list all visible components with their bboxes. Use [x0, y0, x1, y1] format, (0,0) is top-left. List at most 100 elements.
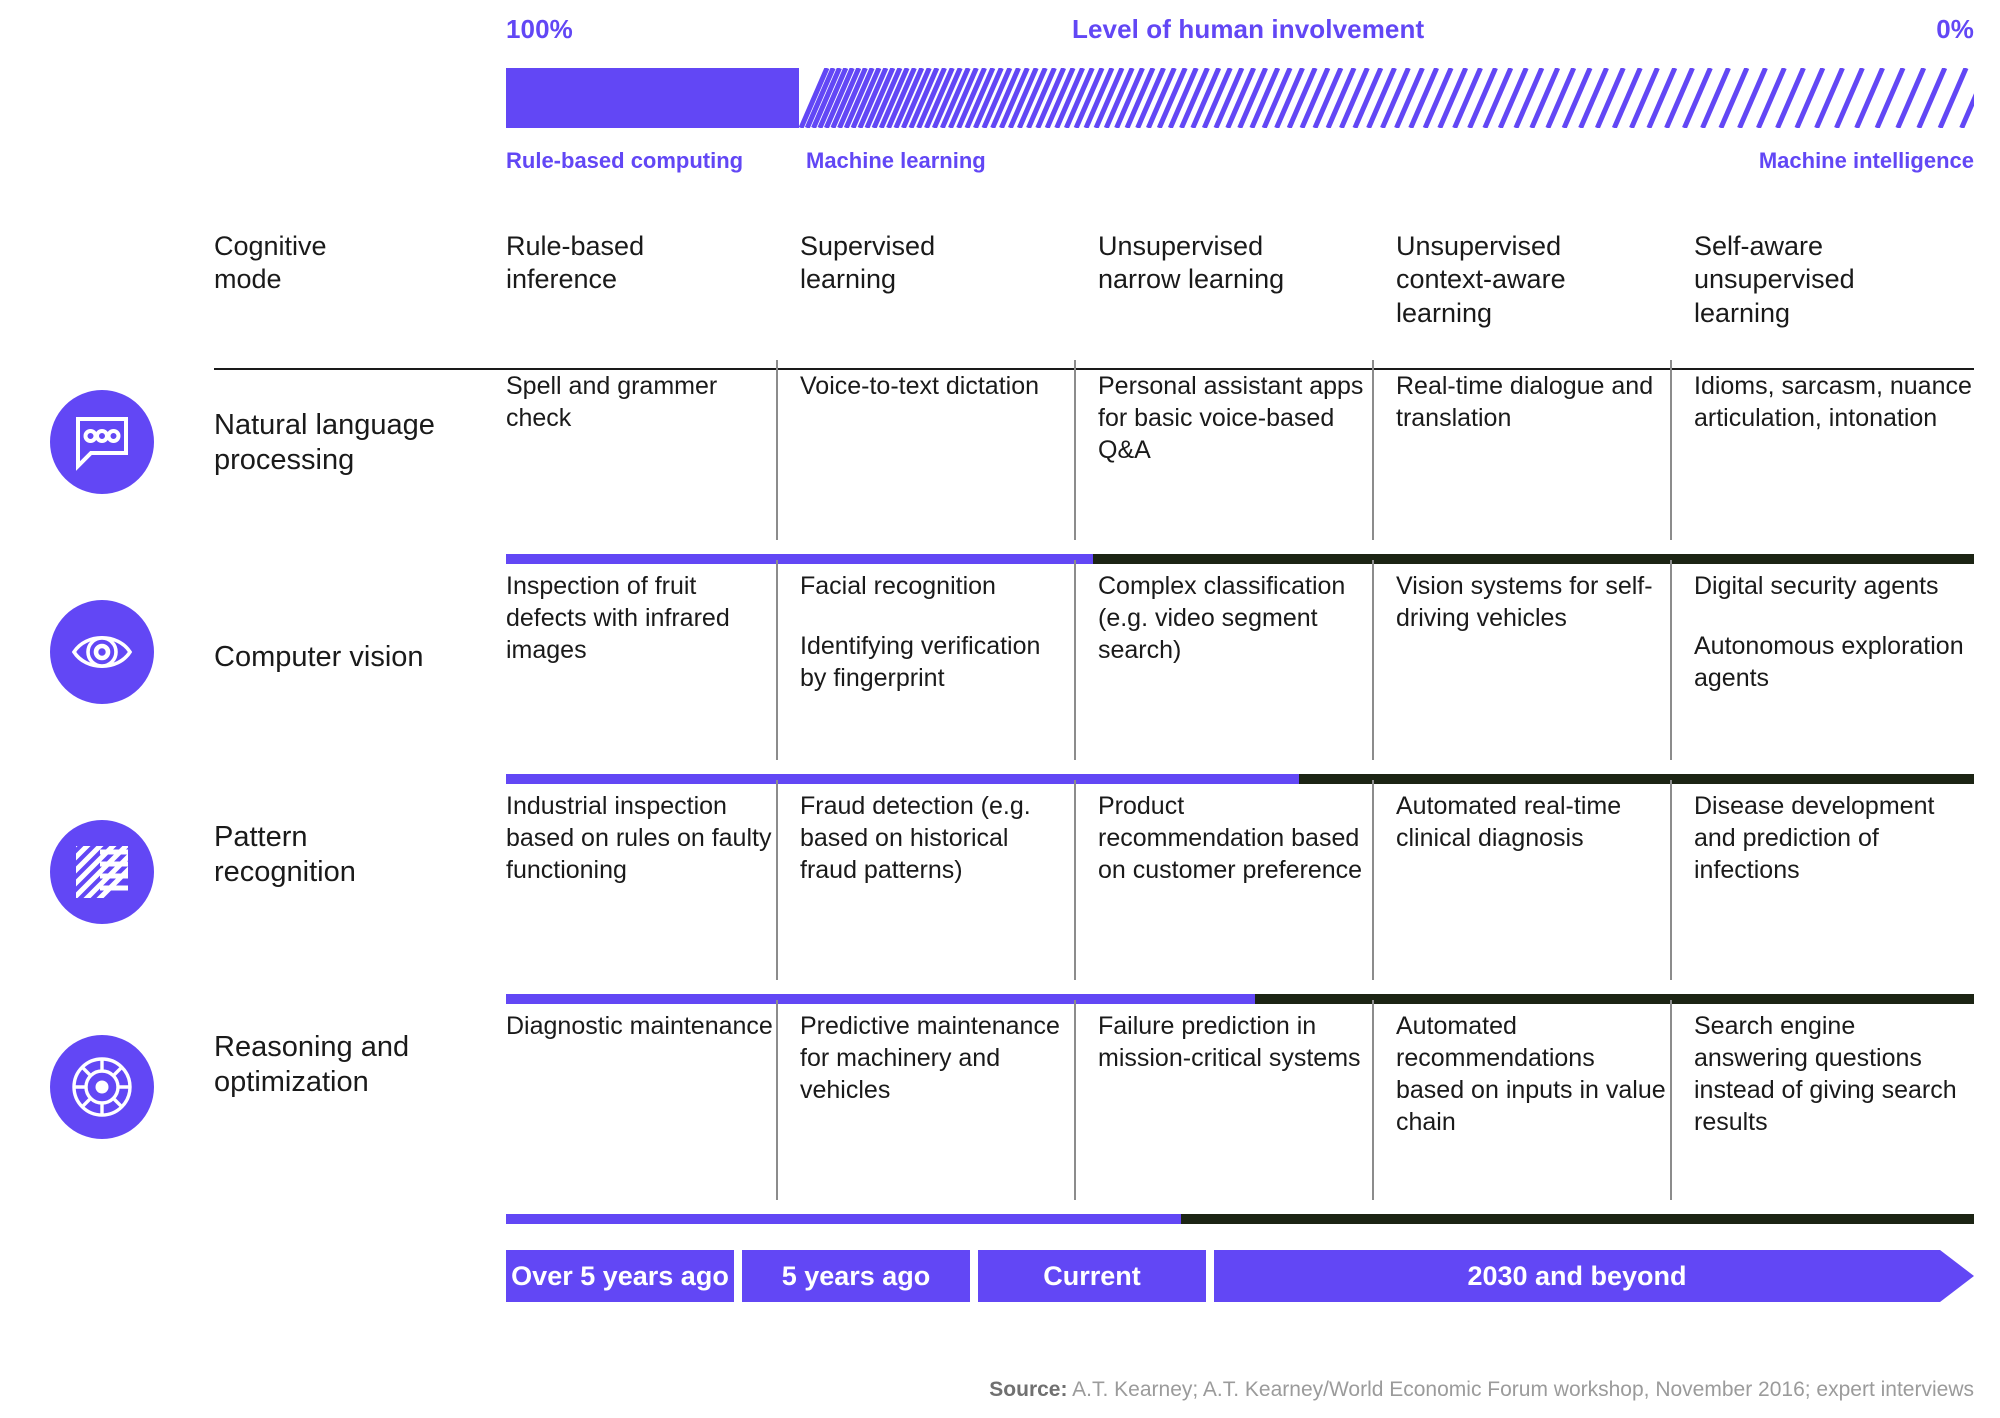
- eye-icon: [71, 629, 133, 675]
- column-header-cognitive-mode: Cognitive mode: [214, 231, 327, 295]
- cell-r4-c1: Diagnostic maintenance: [506, 1010, 776, 1042]
- cell-text: Search engine answering questions instea…: [1694, 1012, 1957, 1136]
- column-divider-4: [1670, 1000, 1672, 1200]
- source-text: A.T. Kearney; A.T. Kearney/World Economi…: [1072, 1378, 1974, 1401]
- column-divider-4: [1670, 360, 1672, 540]
- source-prefix: Source:: [989, 1378, 1068, 1401]
- column-divider-3: [1372, 780, 1374, 980]
- timeline-segment-current[interactable]: Current: [978, 1250, 1206, 1302]
- cell-text: Product recommendation based on customer…: [1098, 792, 1363, 884]
- cell-r3-c5: Disease development and prediction of in…: [1694, 790, 1974, 886]
- row-icon-1: [50, 390, 154, 494]
- maturity-bar-4: [506, 1214, 1974, 1224]
- maturity-bar-remainder: [1298, 774, 1974, 784]
- maturity-bar-1: [506, 554, 1974, 564]
- cell-r3-c2: Fraud detection (e.g. based on historica…: [800, 790, 1072, 886]
- timeline-segment-over-5-years-ago[interactable]: Over 5 years ago: [506, 1250, 734, 1302]
- cell-text: Failure prediction in mission-critical s…: [1098, 1012, 1361, 1072]
- row-label-line2: recognition: [214, 856, 356, 889]
- column-header-rule-based-inference: Rule-based inference: [506, 231, 645, 295]
- column-header-self-aware-unsupervised-learning: Self-aware unsupervised learning: [1694, 231, 1855, 328]
- column-divider-2: [1074, 1000, 1076, 1200]
- column-header-supervised-learning: Supervised learning: [800, 231, 936, 295]
- column-divider-3: [1372, 360, 1374, 540]
- speech-bubble-icon: [73, 413, 131, 471]
- row-label-line1: Computer vision: [214, 641, 424, 673]
- column-header-unsupervised-narrow-learning: Unsupervised narrow learning: [1098, 231, 1285, 295]
- cell-text: Inspection of fruit defects with infrare…: [506, 572, 730, 664]
- maturity-bar-fill: [506, 994, 1255, 1004]
- cell-r1-c5: Idioms, sarcasm, nuance articulation, in…: [1694, 370, 1974, 434]
- cell-text: Idioms, sarcasm, nuance articulation, in…: [1694, 372, 1972, 432]
- cell-text: Disease development and prediction of in…: [1694, 792, 1935, 884]
- column-divider-3: [1372, 1000, 1374, 1200]
- cell-text: Facial recognition: [800, 572, 996, 600]
- cell-text: Vision systems for self-driving vehicles: [1396, 572, 1653, 632]
- human-involvement-max-label: 100%: [506, 14, 573, 44]
- row-label-2: Computer vision: [214, 640, 484, 675]
- cell-text: Digital security agents: [1694, 572, 1939, 600]
- cell-r4-c3: Failure prediction in mission-critical s…: [1098, 1010, 1370, 1074]
- cell-r4-c2: Predictive maintenance for machinery and…: [800, 1010, 1072, 1106]
- human-involvement-gradient-bar: [506, 68, 1974, 128]
- cell-text: Spell and grammer check: [506, 372, 718, 432]
- cell-text: Voice-to-text dictation: [800, 372, 1040, 400]
- row-label-line1: Natural language: [214, 409, 435, 441]
- column-header-unsupervised-context-aware-learning: Unsupervised context-aware learning: [1396, 231, 1566, 328]
- maturity-bar-3: [506, 994, 1974, 1004]
- cell-text: Identifying verification by fingerprint: [800, 632, 1041, 692]
- maturity-bar-fill: [506, 774, 1299, 784]
- label-rule-based-computing: Rule-based computing: [506, 148, 744, 173]
- cell-text: Complex classification (e.g. video segme…: [1098, 572, 1346, 664]
- cell-r3-c3: Product recommendation based on customer…: [1098, 790, 1370, 886]
- cell-r3-c1: Industrial inspection based on rules on …: [506, 790, 776, 886]
- cell-text: Automated real-time clinical diagnosis: [1396, 792, 1622, 852]
- row-label-line2: optimization: [214, 1066, 369, 1099]
- row-label-line1: Reasoning and: [214, 1031, 410, 1063]
- cell-r1-c2: Voice-to-text dictation: [800, 370, 1072, 402]
- hatch-pattern-icon: [799, 68, 1974, 128]
- timeline-segment-5-years-ago[interactable]: 5 years ago: [742, 1250, 970, 1302]
- cell-text: Real-time dialogue and translation: [1396, 372, 1654, 432]
- maturity-bar-fill: [506, 1214, 1182, 1224]
- cell-r1-c4: Real-time dialogue and translation: [1396, 370, 1668, 434]
- column-divider-2: [1074, 360, 1076, 540]
- cell-r2-c4: Vision systems for self-driving vehicles: [1396, 570, 1668, 634]
- header-sublabels: Rule-based computing Machine learning Ma…: [506, 148, 1974, 178]
- cell-r3-c4: Automated real-time clinical diagnosis: [1396, 790, 1668, 854]
- column-divider-4: [1670, 560, 1672, 760]
- human-involvement-min-label: 0%: [1936, 14, 1974, 44]
- timeline-arrow-head-icon: [1940, 1250, 1974, 1302]
- cell-text: Diagnostic maintenance: [506, 1012, 773, 1040]
- cell-r1-c3: Personal assistant apps for basic voice-…: [1098, 370, 1370, 466]
- column-divider-1: [776, 780, 778, 980]
- column-divider-2: [1074, 780, 1076, 980]
- timeline-segment-2030-and-beyond[interactable]: 2030 and beyond: [1214, 1250, 1940, 1302]
- column-divider-4: [1670, 780, 1672, 980]
- column-divider-1: [776, 560, 778, 760]
- source-note: Source: A.T. Kearney; A.T. Kearney/World…: [0, 1378, 1974, 1402]
- cell-text: Autonomous exploration agents: [1694, 632, 1964, 692]
- cell-r4-c4: Automated recommendations based on input…: [1396, 1010, 1668, 1138]
- cell-text: Automated recommendations based on input…: [1396, 1012, 1666, 1136]
- maturity-bar-remainder: [1181, 1214, 1974, 1224]
- cell-r4-c5: Search engine answering questions instea…: [1694, 1010, 1974, 1138]
- cell-text: Industrial inspection based on rules on …: [506, 792, 772, 884]
- maturity-bar-fill: [506, 554, 1094, 564]
- maturity-bar-2: [506, 774, 1974, 784]
- cell-text: Personal assistant apps for basic voice-…: [1098, 372, 1364, 464]
- cell-text: Fraud detection (e.g. based on historica…: [800, 792, 1031, 884]
- label-machine-intelligence: Machine intelligence: [1758, 148, 1974, 173]
- column-divider-1: [776, 1000, 778, 1200]
- row-label-line1: Pattern: [214, 821, 308, 853]
- rule-based-solid-segment: [506, 68, 799, 128]
- header-labels: 100% Level of human involvement 0%: [506, 14, 1974, 50]
- cell-r1-c1: Spell and grammer check: [506, 370, 776, 434]
- timeline-bar: Over 5 years ago 5 years ago Current 203…: [506, 1250, 1974, 1302]
